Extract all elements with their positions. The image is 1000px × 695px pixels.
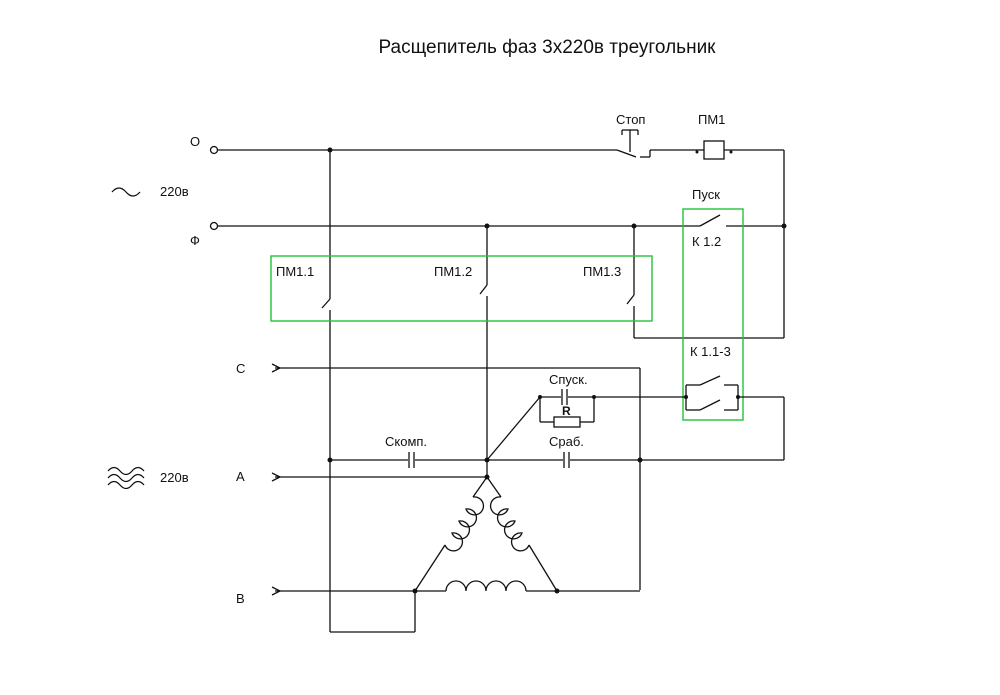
pm12-label: ПМ1.2 [434,264,472,279]
coil-label: ПМ1 [698,112,725,127]
three-phase-voltage-label: 220в [160,470,189,485]
three-phase-b-label: В [236,591,245,606]
pm11-label: ПМ1.1 [276,264,314,279]
stop-button-symbol [616,129,651,158]
motor-delta-winding [414,476,640,592]
pm12-contact [479,284,488,295]
aux-contact-label: К 1.2 [692,234,721,249]
resistor-label: R [562,404,571,418]
aux-contact2-label: К 1.1-3 [690,344,731,359]
pm11-contact [321,298,331,309]
capacitor-comp-label: Скомп. [385,434,427,449]
coil-pm1-symbol [703,140,725,160]
three-phase-ac-icon [107,466,145,490]
aux-contact2-symbol [684,375,740,411]
pm13-contact [626,294,635,305]
single-phase-voltage-label: 220в [160,184,189,199]
phase-terminal [209,221,219,231]
stop-label: Стоп [616,112,645,127]
neutral-label: О [190,134,200,149]
pm13-label: ПМ1.3 [583,264,621,279]
capacitor-comp-symbol [408,452,415,468]
three-phase-a-label: А [236,469,245,484]
capacitor-run-label: Сраб. [549,434,584,449]
phase-label: Ф [190,233,200,248]
resistor-symbol [553,416,581,428]
three-phase-c-label: С [236,361,245,376]
capacitor-start-symbol [561,389,568,405]
aux-contacts-group-box [682,208,744,421]
capacitor-start-label: Спуск. [549,372,588,387]
start-label: Пуск [692,187,720,202]
contacts-group-box [270,255,653,322]
neutral-terminal [209,145,219,155]
diagram-title: Расщепитель фаз 3х220в треугольник [379,37,717,58]
ac-wave-icon [111,187,141,197]
start-button-symbol [699,214,784,227]
capacitor-run-symbol [563,452,570,468]
